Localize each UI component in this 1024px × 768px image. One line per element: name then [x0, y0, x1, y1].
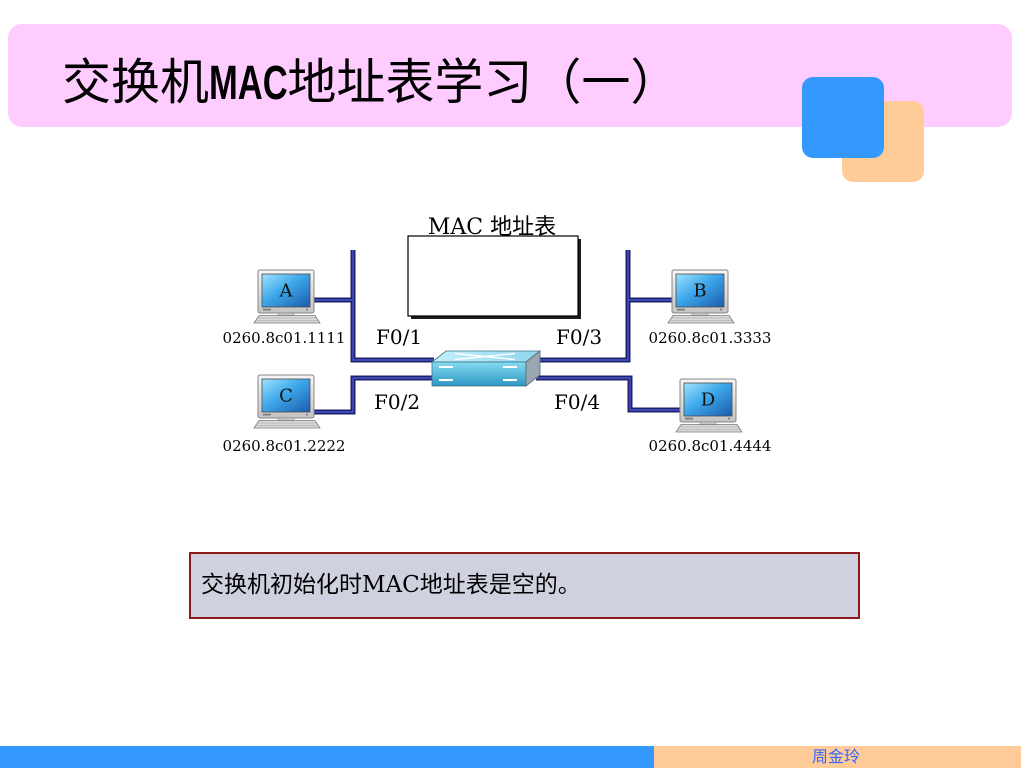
switch-port-mark [439, 366, 453, 368]
switch-port-mark [503, 366, 517, 368]
footer-author: 周金玲 [812, 747, 861, 766]
host-letter: A [279, 281, 294, 302]
mac-table-label: MAC 地址表 [428, 215, 556, 240]
cables [314, 250, 680, 415]
note-text: 交换机初始化时MAC地址表是空的。 [201, 572, 581, 598]
host-b: B [667, 269, 735, 324]
switch-port-mark [503, 379, 517, 381]
title-emphasis: MAC [209, 57, 288, 110]
mac-address-table: MAC 地址表 [407, 215, 581, 319]
decor-square-blue [802, 77, 884, 158]
switch-port-mark [439, 379, 453, 381]
cable-host-a-highlight [314, 250, 434, 361]
title-prefix: 交换机 [62, 54, 210, 111]
note-box: 交换机初始化时MAC地址表是空的。 [189, 552, 860, 619]
footer-bar-blue [0, 746, 654, 768]
port-label-f0-3: F0/3 [556, 325, 602, 349]
mac-address-d: 0260.8c01.4444 [649, 437, 772, 455]
host-d: D [675, 378, 743, 433]
mac-table-box [407, 235, 579, 317]
footer-bar-peach [654, 746, 1021, 768]
host-letter: D [701, 390, 715, 411]
cable-host-c-highlight [314, 377, 434, 413]
mac-address-a: 0260.8c01.1111 [223, 329, 346, 347]
host-letter: C [279, 386, 293, 407]
mac-address-b: 0260.8c01.3333 [649, 329, 772, 347]
mac-address-c: 0260.8c01.2222 [223, 437, 346, 455]
switch-arrows [454, 352, 516, 361]
switch-front-face [431, 361, 527, 387]
host-a: A [253, 269, 321, 324]
cable-host-d-highlight [536, 377, 680, 411]
page-title: 交换机MAC地址表学习（一） [62, 53, 679, 113]
host-c: C [253, 374, 321, 429]
switch-side-face [525, 350, 541, 387]
network-switch-icon [430, 350, 542, 387]
host-letter: B [693, 281, 706, 302]
port-label-f0-2: F0/2 [374, 390, 420, 414]
port-label-f0-4: F0/4 [554, 390, 600, 414]
cable-host-b-highlight [536, 250, 672, 361]
title-suffix: 地址表学习（一） [287, 54, 680, 111]
port-label-f0-1: F0/1 [376, 325, 422, 349]
network-diagram: MAC 地址表 A B C D F0/1 F0/3 F0/2 F0/4 0260… [223, 215, 772, 455]
